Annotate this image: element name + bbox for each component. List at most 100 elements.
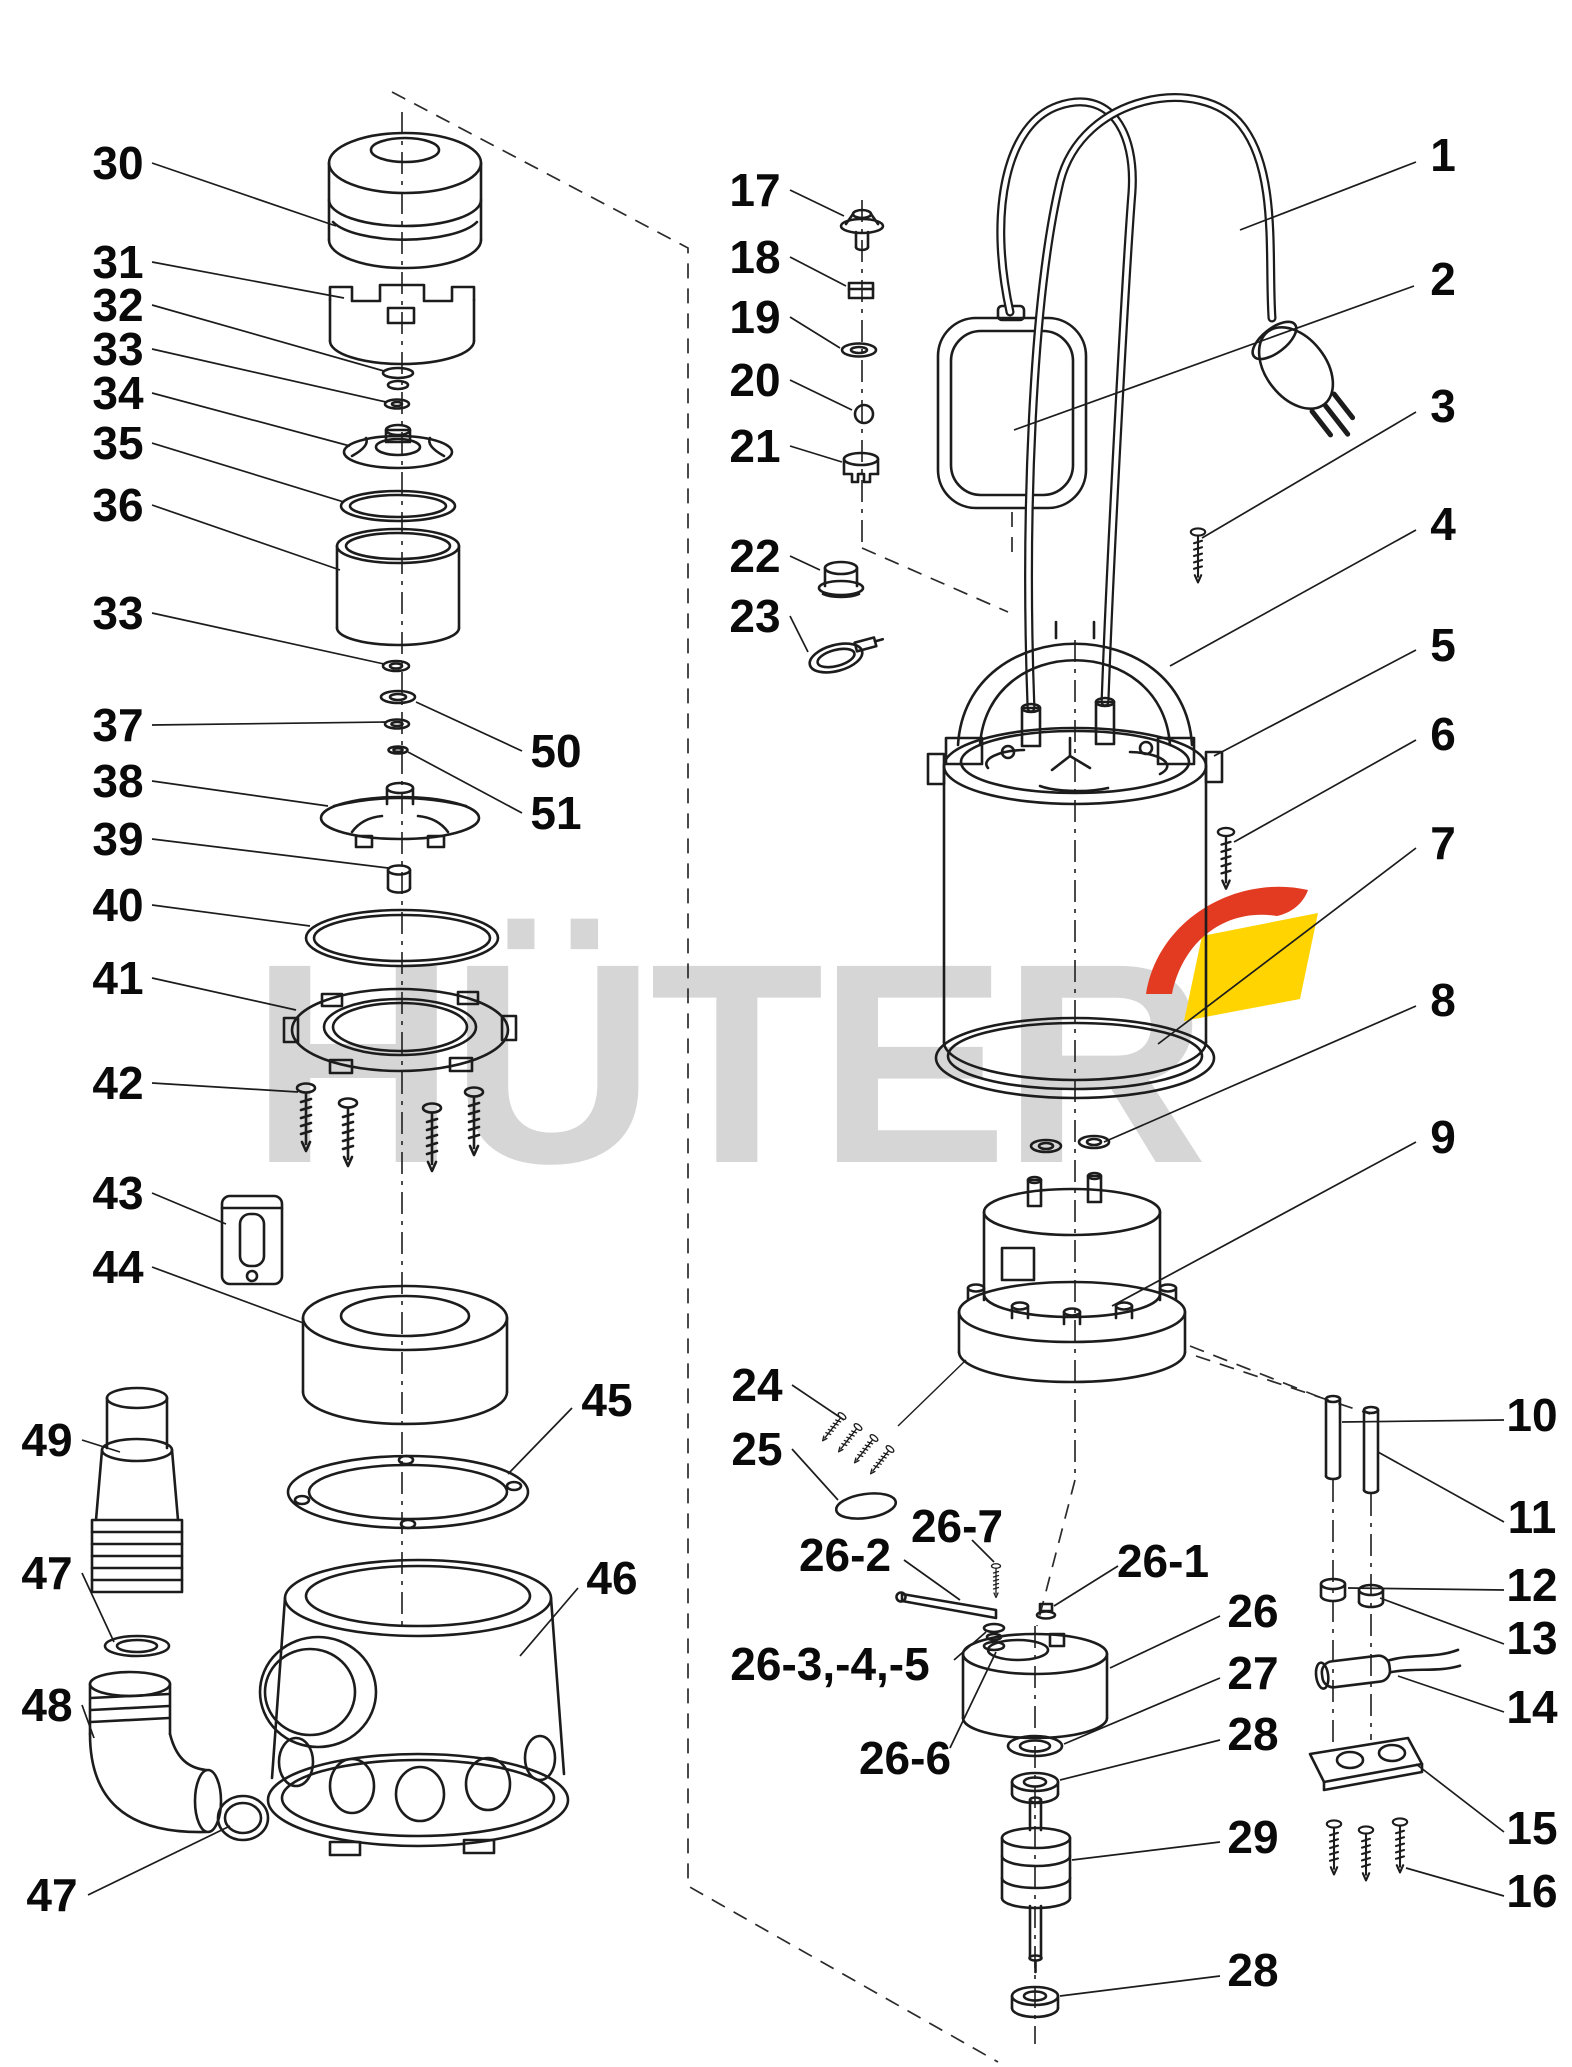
dash-to-pin10 bbox=[1189, 1345, 1333, 1403]
label-40: 40 bbox=[92, 879, 143, 931]
leader-34 bbox=[151, 392, 351, 447]
label-36: 36 bbox=[92, 479, 143, 531]
part-6-screw bbox=[1216, 826, 1236, 890]
part-35-o-ring bbox=[339, 489, 457, 523]
part-2-float-switch bbox=[936, 304, 1088, 510]
label-31: 31 bbox=[92, 236, 143, 288]
part-43-clip bbox=[220, 1194, 284, 1286]
label-33b: 33 bbox=[92, 587, 143, 639]
label-38: 38 bbox=[92, 755, 143, 807]
leader-8 bbox=[1103, 1005, 1417, 1143]
label-21: 21 bbox=[729, 420, 780, 472]
leader-31 bbox=[151, 261, 345, 299]
part-47-washer-upper bbox=[103, 1634, 171, 1658]
huter-logo bbox=[1146, 886, 1318, 1021]
leader-12 bbox=[1347, 1587, 1505, 1591]
leader-37 bbox=[151, 721, 387, 726]
label-1: 1 bbox=[1430, 129, 1456, 181]
logo-red-swoosh bbox=[1146, 886, 1308, 994]
leader-30 bbox=[151, 162, 337, 227]
label-28a: 28 bbox=[1227, 1708, 1278, 1760]
leader-25 bbox=[791, 1448, 839, 1501]
part-16-screws bbox=[1325, 1817, 1409, 1882]
label-26-7: 26-7 bbox=[911, 1500, 1003, 1552]
leader-14 bbox=[1397, 1675, 1505, 1713]
leader-26-6 bbox=[949, 1651, 997, 1749]
logo-yellow-flag bbox=[1184, 913, 1318, 1021]
leader-43 bbox=[151, 1192, 227, 1225]
label-34: 34 bbox=[92, 367, 144, 419]
part-36-cup bbox=[335, 527, 461, 647]
leader-47b bbox=[87, 1825, 231, 1896]
leader-40 bbox=[151, 904, 311, 927]
dash-valve-to-pump bbox=[861, 547, 1009, 613]
leader-15 bbox=[1415, 1763, 1505, 1833]
label-49: 49 bbox=[21, 1414, 72, 1466]
label-50: 50 bbox=[530, 725, 581, 777]
boundary-dashed bbox=[391, 91, 999, 2063]
dash-to-pin11 bbox=[1195, 1355, 1371, 1415]
leader-24 bbox=[791, 1384, 845, 1421]
part-30-top-cap bbox=[327, 131, 483, 270]
label-47a: 47 bbox=[21, 1547, 72, 1599]
leader-32 bbox=[151, 304, 385, 372]
leader-28b bbox=[1059, 1975, 1221, 1997]
part-10-pin bbox=[1324, 1394, 1342, 1481]
part-49-hose-adapter bbox=[90, 1386, 184, 1594]
leader-6 bbox=[1233, 739, 1417, 843]
label-19: 19 bbox=[729, 291, 780, 343]
dash-pump-to-cap bbox=[1036, 1479, 1076, 1627]
label-16: 16 bbox=[1506, 1865, 1557, 1917]
label-26-1: 26-1 bbox=[1117, 1535, 1209, 1587]
label-22: 22 bbox=[729, 530, 780, 582]
leader-23 bbox=[789, 615, 809, 653]
part-9-motor-housing bbox=[957, 1171, 1187, 1384]
leader-26 bbox=[1109, 1615, 1221, 1669]
part-41-diffuser-ring bbox=[282, 987, 518, 1075]
label-41: 41 bbox=[92, 952, 143, 1004]
part-1-power-cord bbox=[996, 93, 1277, 713]
part-22-grommet bbox=[817, 560, 865, 599]
part-26-capacitor-housing bbox=[961, 1632, 1109, 1740]
part-32-washer bbox=[381, 366, 415, 391]
label-46: 46 bbox=[586, 1552, 637, 1604]
label-26: 26 bbox=[1227, 1585, 1278, 1637]
leader-50 bbox=[415, 701, 523, 752]
leader-26-7 bbox=[971, 1539, 995, 1563]
label-25: 25 bbox=[731, 1423, 782, 1475]
label-45: 45 bbox=[581, 1374, 632, 1426]
part-51-washer bbox=[387, 745, 409, 755]
label-39: 39 bbox=[92, 813, 143, 865]
part-38-impeller bbox=[319, 781, 481, 849]
label-6: 6 bbox=[1430, 708, 1456, 760]
label-26-6: 26-6 bbox=[859, 1732, 951, 1784]
leader-13 bbox=[1379, 1597, 1505, 1645]
label-35: 35 bbox=[92, 417, 143, 469]
leader-39 bbox=[151, 838, 389, 869]
part-17-valve-cap bbox=[839, 208, 885, 252]
part-27-washer bbox=[1006, 1734, 1064, 1758]
part-40-large-o-ring bbox=[304, 908, 500, 968]
leader-27 bbox=[1063, 1677, 1221, 1745]
label-24: 24 bbox=[731, 1359, 783, 1411]
leader-45 bbox=[507, 1407, 573, 1475]
part-46-base-housing bbox=[258, 1558, 570, 1857]
label-4: 4 bbox=[1430, 498, 1456, 550]
label-2: 2 bbox=[1430, 253, 1456, 305]
leader-42 bbox=[151, 1082, 299, 1093]
label-11: 11 bbox=[1508, 1491, 1557, 1543]
leader-26-345 bbox=[953, 1631, 987, 1661]
part-47-o-ring-lower bbox=[216, 1794, 270, 1842]
label-8: 8 bbox=[1430, 974, 1456, 1026]
label-33a: 33 bbox=[92, 323, 143, 375]
leader-16 bbox=[1405, 1867, 1505, 1897]
part-37-washer bbox=[383, 718, 411, 730]
leader-41 bbox=[151, 977, 297, 1011]
label-48: 48 bbox=[21, 1679, 72, 1731]
part-18-square-nut bbox=[847, 281, 875, 300]
part-21-notched-cap bbox=[842, 451, 880, 484]
leader-3 bbox=[1201, 411, 1417, 539]
leader-36 bbox=[151, 504, 341, 571]
